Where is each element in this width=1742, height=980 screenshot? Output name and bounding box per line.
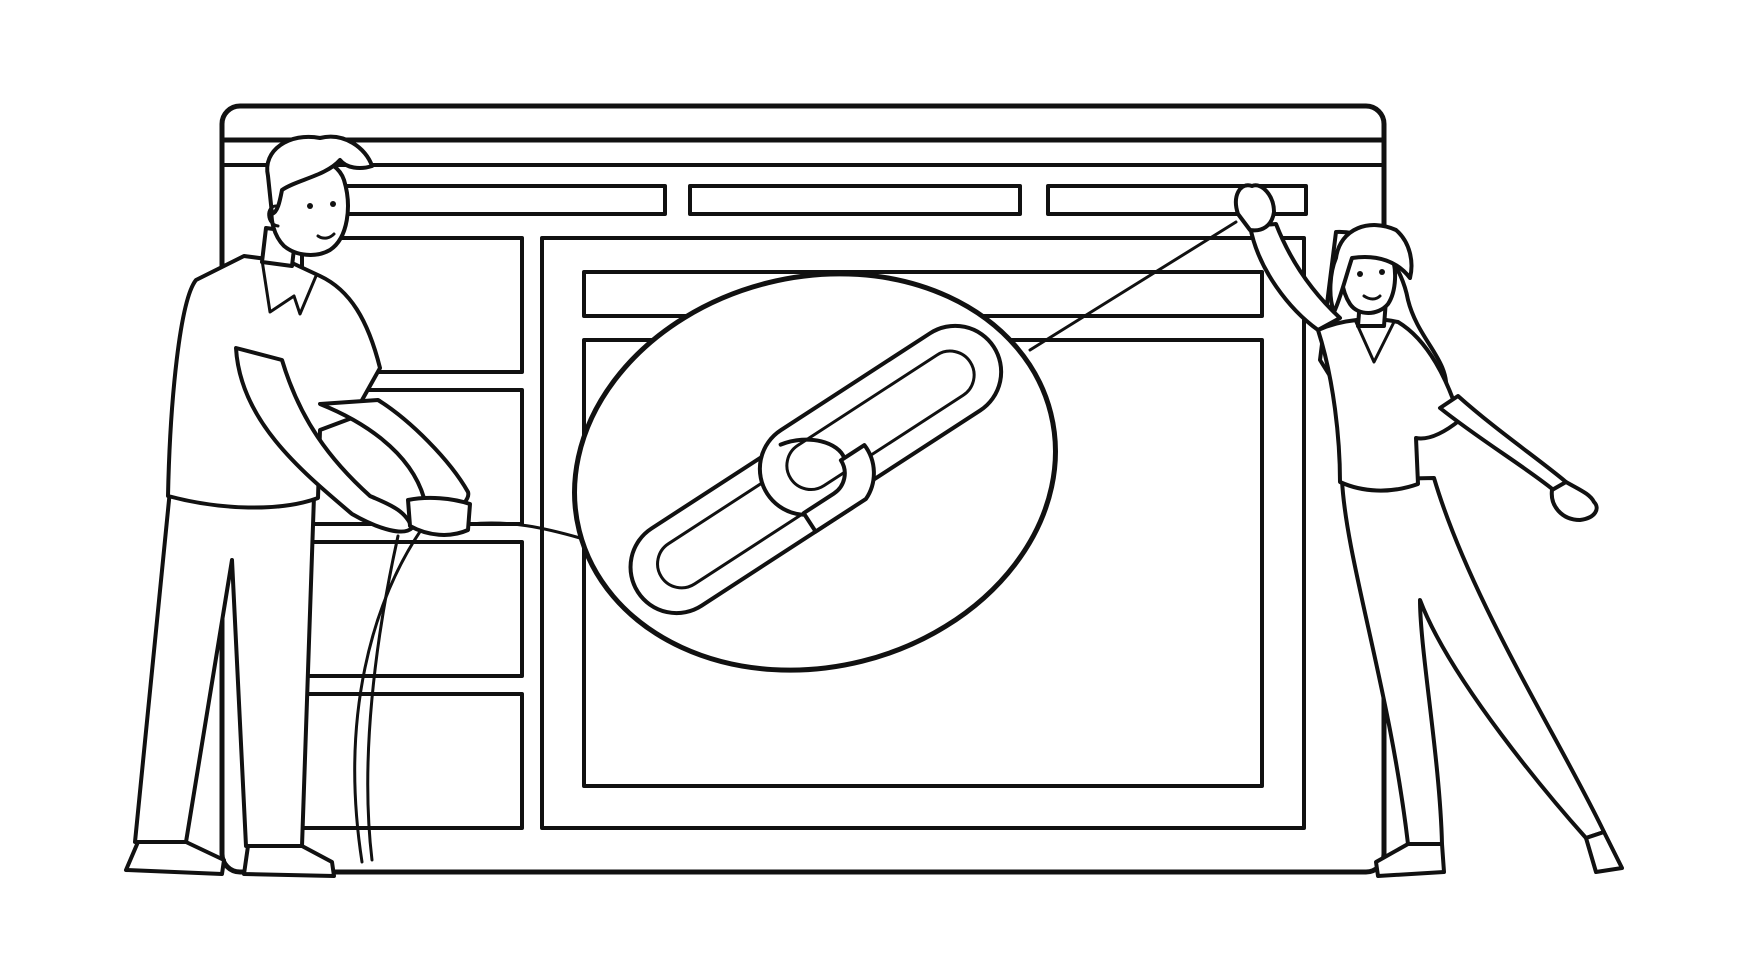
woman-top [1316,317,1462,493]
rope-hanging-end [353,518,430,864]
woman-hand-raised [1233,183,1276,233]
man-collar [260,258,318,316]
woman-shoe-left [1374,842,1446,878]
man-ear [267,204,280,228]
rope-segment-right [1028,220,1238,352]
woman-figure [1233,183,1624,878]
man-eye-left [307,203,313,209]
woman-hand-lower [1549,480,1599,522]
link-badge [572,271,1058,673]
woman-shoe-right [1584,830,1624,874]
chain-link-right-outer [757,323,1004,517]
woman-trousers [1340,476,1606,846]
nav-bar-right [1046,184,1308,216]
man-shoe-right [242,844,336,878]
woman-mouth [1362,294,1382,301]
man-mouth [316,232,336,240]
nav-bar-middle [688,184,1022,216]
woman-hair-front [1328,223,1414,314]
man-figure [124,134,472,878]
rope-hanging-end-2 [366,534,400,862]
man-hands [406,495,472,537]
chain-link-overlap [778,437,847,461]
sidebar-card-4 [300,692,524,830]
sidebar-card-3 [300,540,524,678]
woman-neckline [1354,320,1396,364]
main-content-panel [540,236,1306,830]
nav-bar-left [333,184,667,216]
woman-arm-lower [1438,394,1568,494]
chain-link-right-inner [785,349,976,492]
man-shoe-left [124,840,226,876]
man-eye-right [330,201,336,207]
woman-eye-left [1357,271,1363,277]
browser-window [219,103,1387,875]
man-hair [265,134,374,216]
rope-segment-left [468,521,582,540]
woman-eye-right [1379,269,1385,275]
chain-link-icon [628,323,1004,616]
chain-link-overlap-fill [801,443,876,534]
